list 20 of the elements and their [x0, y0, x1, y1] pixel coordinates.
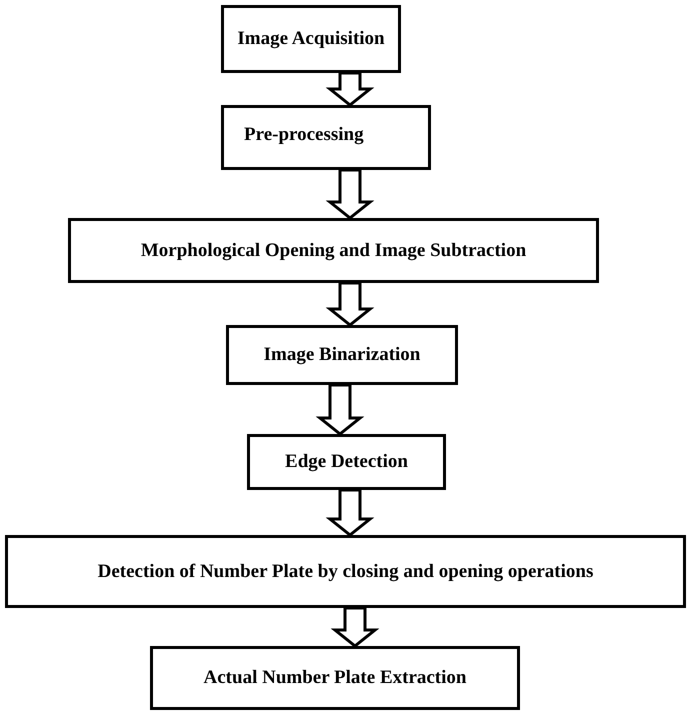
process-box [221, 5, 401, 73]
step-label: Edge Detection [285, 451, 408, 473]
block-arrow [326, 168, 374, 220]
step-label: Pre-processing [244, 124, 364, 146]
block-arrow [330, 606, 380, 648]
process-box [221, 105, 431, 170]
step-label: Actual Number Plate Extraction [204, 667, 466, 689]
process-box [226, 325, 458, 385]
block-arrow [326, 282, 374, 327]
process-box [5, 535, 686, 608]
step-label: Image Acquisition [237, 28, 385, 50]
block-arrow [316, 384, 364, 436]
block-arrow [326, 488, 374, 537]
process-box [247, 434, 446, 490]
step-label: Detection of Number Plate by closing and opening operations [98, 560, 594, 582]
block-arrow [326, 72, 374, 107]
step-label: Morphological Opening and Image Subtraction [140, 240, 526, 262]
process-box [150, 646, 520, 710]
process-box [68, 218, 599, 283]
step-label: Image Binarization [264, 344, 420, 366]
